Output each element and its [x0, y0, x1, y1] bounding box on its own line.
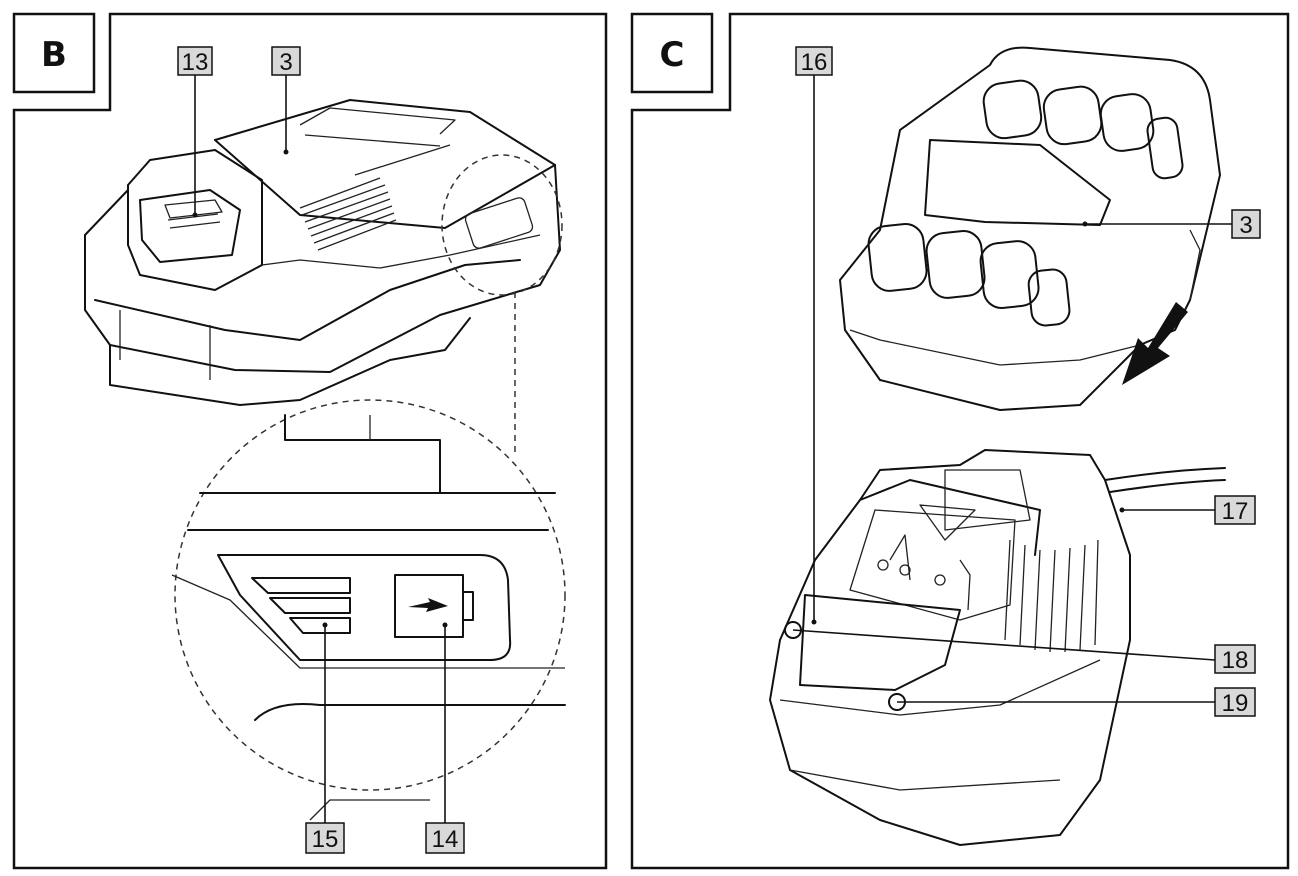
battery-vents [299, 177, 397, 251]
battery-charge-icon [394, 574, 474, 638]
panel-b-letter-box [12, 12, 96, 94]
callout-b14: 14 [425, 622, 465, 854]
svg-text:18: 18 [1222, 647, 1249, 674]
panel-c-letter-box [630, 12, 714, 94]
battery-pack-illustration [84, 99, 561, 406]
svg-text:16: 16 [801, 49, 828, 76]
callout-c3: 3 [1082, 209, 1261, 239]
callout-b15: 15 [305, 622, 345, 854]
callout-b3: 3 [271, 46, 301, 155]
callout-c18: 18 [792, 629, 1256, 674]
callout-c19: 19 [897, 687, 1256, 717]
panel-b-letter: B [41, 35, 67, 75]
insert-direction-arrow-icon [1122, 302, 1188, 385]
svg-text:15: 15 [312, 826, 339, 853]
zoom-circle [174, 399, 566, 791]
battery-level-indicator-icon [251, 577, 351, 634]
panel-c-frame [630, 12, 1290, 870]
release-button [164, 199, 223, 229]
indicator-detail [171, 414, 566, 821]
callout-c17: 17 [1119, 495, 1256, 525]
panel-b-frame [12, 12, 608, 870]
svg-text:19: 19 [1222, 690, 1249, 717]
battery-pack-top-illustration [839, 46, 1221, 411]
panel-c: C [630, 12, 1290, 870]
callout-b13: 13 [177, 46, 213, 218]
svg-text:3: 3 [279, 49, 292, 76]
svg-text:17: 17 [1222, 498, 1249, 525]
zoom-source-circle [441, 154, 563, 296]
svg-text:13: 13 [182, 49, 209, 76]
callout-c16: 16 [795, 46, 833, 625]
svg-text:3: 3 [1239, 212, 1252, 239]
svg-text:14: 14 [432, 826, 459, 853]
panel-c-letter: C [660, 35, 685, 75]
charger-illustration [769, 449, 1226, 846]
panel-b: B [12, 12, 608, 870]
charger-side-vents [1004, 539, 1099, 653]
